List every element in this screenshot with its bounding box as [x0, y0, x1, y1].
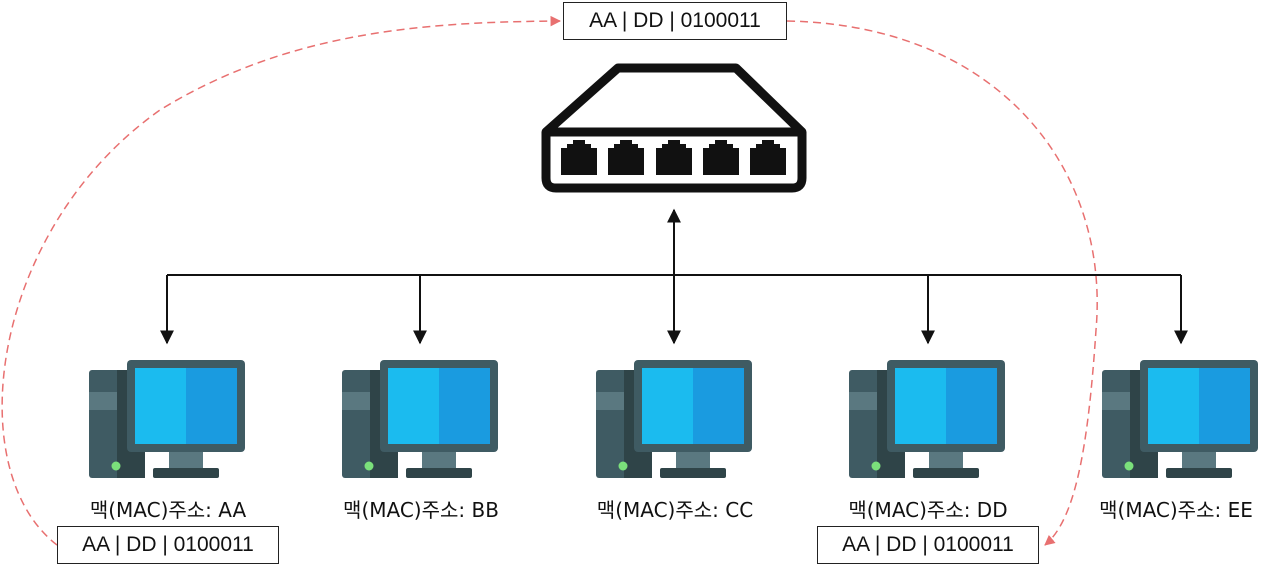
frame-path-to-dd: [786, 20, 1098, 546]
mac-label-ee: 맥(MAC)주소: EE: [1099, 498, 1253, 522]
desktop-computer-icon: [1102, 360, 1258, 478]
desktop-computer-icon: [849, 360, 1005, 478]
mac-label-dd: 맥(MAC)주소: DD: [848, 498, 1008, 522]
frame-box-right: AA | DD | 0100011: [817, 526, 1039, 564]
frame-box-left: AA | DD | 0100011: [57, 526, 279, 564]
mac-label-cc: 맥(MAC)주소: CC: [596, 498, 754, 522]
mac-label-bb: 맥(MAC)주소: BB: [343, 498, 499, 522]
mac-label-aa: 맥(MAC)주소: AA: [89, 498, 247, 522]
desktop-computer-icon: [596, 360, 752, 478]
desktop-computer-icon: [89, 360, 245, 478]
desktop-computer-icon: [342, 360, 498, 478]
frame-path-to-switch: [1, 15, 562, 546]
network-switch-icon: [541, 63, 807, 193]
frame-box-top: AA | DD | 0100011: [563, 2, 787, 40]
